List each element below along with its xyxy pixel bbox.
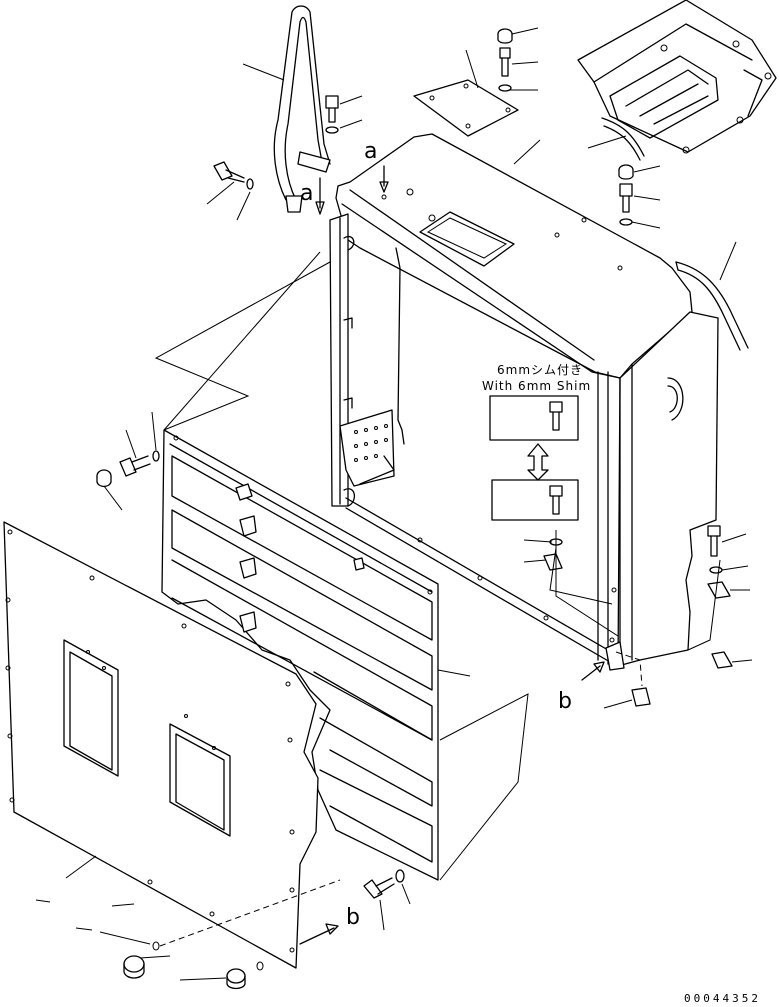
- cover-plate: [3, 521, 319, 969]
- view-b-label-bracket: b: [558, 689, 572, 714]
- leader-lines: [35, 27, 753, 981]
- drawing-code: 00044352: [684, 992, 761, 1005]
- view-a-label-top: a: [364, 139, 377, 164]
- grille-panel: [161, 429, 439, 881]
- handrail: [273, 5, 331, 213]
- view-b-label-cover: b: [346, 905, 360, 930]
- shim-note-english: With 6mm Shim: [482, 379, 591, 393]
- view-a-label-handrail: a: [300, 181, 313, 206]
- top-plate: [413, 79, 519, 137]
- shim-note-japanese: 6mmシム付き: [497, 363, 583, 377]
- hose: [675, 261, 749, 351]
- louver-slats: [171, 455, 433, 863]
- direction-arrows: [159, 165, 643, 947]
- bracket-holes: [354, 424, 388, 462]
- guard-frame: [329, 133, 719, 671]
- top-cover: [577, 0, 777, 161]
- assembly-lines: [154, 251, 721, 881]
